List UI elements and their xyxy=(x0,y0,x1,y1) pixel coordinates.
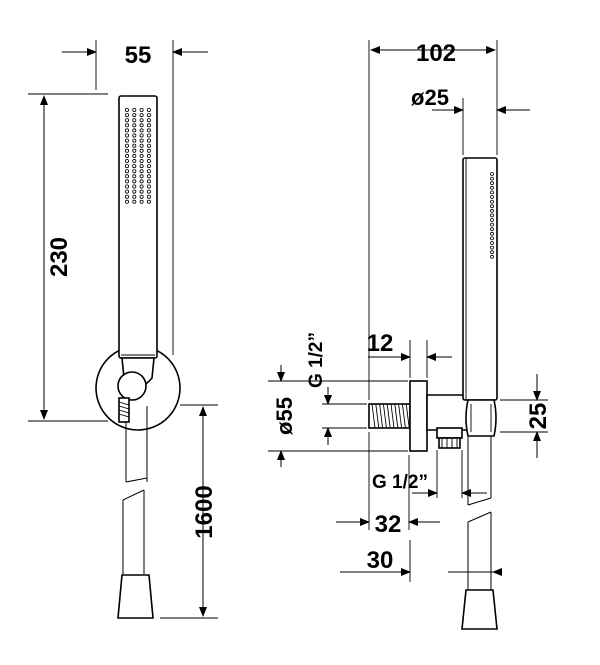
dim-thread-top: G 1/2” xyxy=(306,332,327,388)
dim-handshower-width: 55 xyxy=(125,42,152,69)
hose xyxy=(122,406,148,574)
outlet-nut xyxy=(438,437,461,449)
dim-handshower-length: 230 xyxy=(46,237,73,277)
holder-knob xyxy=(117,371,147,401)
dim-flange-diameter: ø55 xyxy=(272,397,297,435)
dim-thread-bottom: G 1/2” xyxy=(372,472,428,493)
side-hose-nut xyxy=(461,589,498,630)
dim-handle-diameter: ø25 xyxy=(411,85,449,110)
holder-ring xyxy=(465,399,497,437)
front-view: 55 230 1600 xyxy=(28,40,218,619)
outlet-elbow xyxy=(436,427,463,439)
dim-flange-thickness: 12 xyxy=(367,330,394,357)
handshower-body xyxy=(118,95,158,359)
dim-outlet-offset: 25 xyxy=(525,403,552,430)
dim-total-depth: 102 xyxy=(416,40,456,67)
dim-hose-offset: 30 xyxy=(367,547,394,574)
side-view: 102 ø25 12 ø55 G 1/2” 25 G 1/2” xyxy=(268,40,552,630)
dim-elbow-offset: 32 xyxy=(375,511,402,538)
hose-nut xyxy=(117,574,154,619)
dim-hose-length: 1600 xyxy=(191,485,218,538)
spray-nozzles xyxy=(125,108,151,204)
flange-plate xyxy=(409,380,428,452)
side-nozzles xyxy=(490,172,494,259)
handle-body xyxy=(462,157,498,401)
